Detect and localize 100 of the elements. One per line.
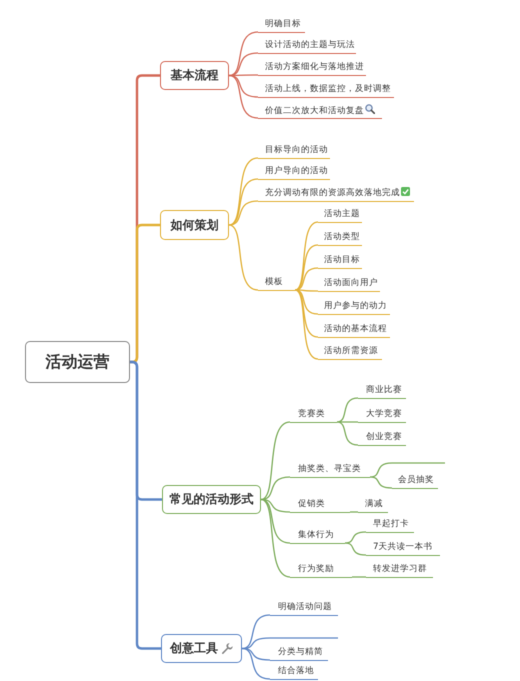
branch-label: 早起打卡 — [373, 518, 409, 529]
branch-label: 竞赛类 — [298, 408, 325, 419]
topic-branch — [258, 82, 394, 98]
branch-label: 满减 — [365, 498, 383, 509]
topic-branch — [258, 18, 305, 33]
topic-branch — [366, 562, 433, 578]
topic-label: 如何策划 — [170, 216, 218, 234]
branch-label: 活动目标 — [324, 254, 360, 265]
branch-label: 明确活动问题 — [278, 602, 332, 612]
branch-label: 促销类 — [298, 498, 325, 509]
branch-label: 活动的基本流程 — [324, 324, 387, 334]
topic-box — [160, 210, 229, 240]
branch-line — [336, 397, 358, 423]
branch-label: 活动方案细化与落地推进 — [265, 62, 364, 72]
topic-box — [161, 634, 242, 663]
topic-branch — [258, 38, 356, 54]
branch-label: 行为奖励 — [298, 564, 334, 574]
branch-line — [344, 531, 366, 544]
topic-box — [160, 61, 229, 90]
branch-line — [228, 52, 258, 76]
branch-label: 充分调动有限的资源高效落地完成 — [265, 188, 400, 198]
branch-line — [260, 498, 290, 513]
branch-label: 活动主题 — [324, 208, 360, 219]
topic-label: 基本流程 — [170, 67, 218, 84]
branch-line — [294, 289, 318, 315]
topic-branch — [358, 498, 388, 513]
branch-line — [130, 224, 160, 364]
topic-branch — [358, 408, 406, 423]
topic-branch — [258, 186, 414, 202]
branch-line — [294, 289, 318, 338]
topic-branch — [258, 164, 330, 180]
topic-branch — [358, 384, 406, 399]
branch-line — [228, 224, 258, 291]
branch-label: 目标导向的活动 — [265, 144, 328, 155]
central-topic-box — [25, 341, 130, 383]
topic-label: 创意工具 — [170, 640, 218, 657]
topic-branch — [258, 60, 366, 76]
branch-label: 用户参与的动力 — [324, 300, 387, 311]
topic-branch — [270, 600, 338, 616]
branch-line — [294, 289, 318, 360]
branch-line — [352, 576, 366, 578]
branch-line — [228, 74, 258, 98]
branch-line — [228, 31, 258, 76]
branch-line — [228, 178, 258, 226]
topic-branch — [366, 518, 414, 533]
branch-line — [370, 476, 392, 489]
topic-box — [162, 485, 261, 514]
branch-label: 创业竞赛 — [366, 432, 402, 442]
branch-label: 活动所需资源 — [324, 346, 378, 356]
branch-line — [260, 476, 290, 500]
branch-line — [350, 511, 358, 513]
topic-branch — [270, 646, 328, 661]
branch-line — [242, 648, 270, 680]
topic-branch — [318, 322, 390, 338]
branch-line — [294, 221, 318, 291]
topic-label: 活动运营 — [46, 352, 110, 372]
topic-branch — [318, 230, 362, 246]
topic-branch — [318, 208, 362, 223]
branch-label: 会员抽奖 — [398, 474, 434, 485]
branch-label: 转发进学习群 — [373, 564, 427, 574]
topic-branch — [290, 498, 350, 513]
branch-label: 活动上线，数据监控，及时调整 — [265, 84, 391, 94]
branch-line — [294, 267, 318, 291]
branch-label: 模板 — [265, 276, 283, 287]
branch-line — [370, 462, 445, 478]
topic-branch — [290, 408, 337, 423]
topic-branch — [318, 276, 380, 292]
topic-branch — [290, 528, 345, 544]
branch-label: 分类与精简 — [278, 646, 323, 657]
branch-label: 设计活动的主题与玩法 — [265, 40, 355, 50]
topic-branch — [258, 104, 382, 119]
branch-line — [228, 74, 258, 119]
branch-line — [130, 360, 161, 650]
branch-label: 7天共读一本书 — [373, 542, 433, 552]
branch-line — [242, 637, 338, 650]
branch-line — [260, 498, 290, 544]
branch-label: 用户导向的活动 — [265, 166, 328, 176]
topic-branch — [366, 540, 440, 556]
topic-label: 常见的活动形式 — [170, 491, 254, 508]
branch-label: 抽奖类、寻宝类 — [298, 464, 361, 474]
branch-label: 活动类型 — [324, 232, 360, 242]
branch-line — [260, 498, 290, 578]
branch-label: 明确目标 — [265, 18, 301, 29]
branch-label: 商业比赛 — [366, 384, 402, 395]
branch-line — [242, 614, 270, 650]
topic-branch — [258, 276, 295, 291]
branch-label: 价值二次放大和活动复盘 — [265, 106, 364, 116]
topic-branch — [318, 344, 382, 360]
branch-label: 集体行为 — [298, 530, 334, 540]
branch-line — [344, 542, 366, 556]
branch-line — [337, 421, 358, 423]
branch-line — [260, 421, 290, 500]
branch-label: 大学竞赛 — [366, 408, 402, 419]
topic-branch — [358, 430, 406, 446]
topic-branch — [290, 562, 352, 578]
topic-branch — [290, 462, 370, 478]
branch-line — [336, 421, 358, 446]
branch-label: 活动面向用户 — [324, 278, 378, 288]
topic-branch — [318, 300, 390, 315]
topic-branch — [392, 474, 438, 489]
